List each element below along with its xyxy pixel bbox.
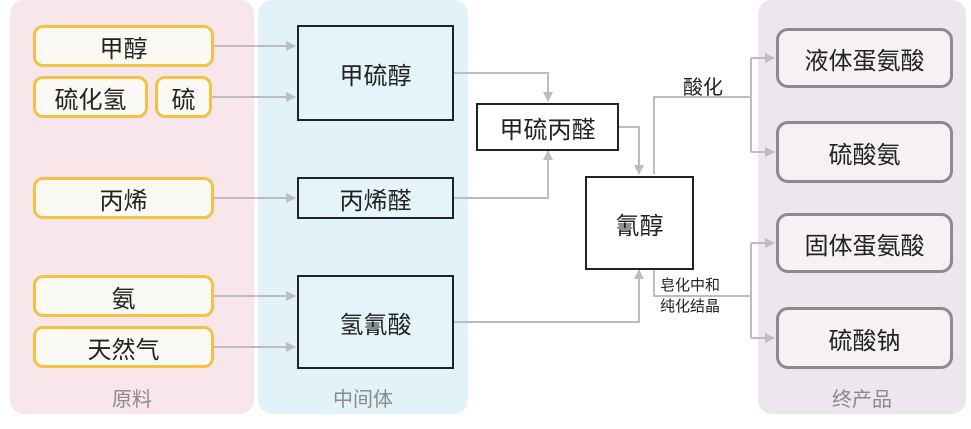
edge-acrolein-mtp <box>454 150 553 199</box>
node-cyanohydrin: 氰醇 <box>585 176 694 270</box>
node-sulfur: 硫 <box>155 76 212 118</box>
node-solid-methionine: 固体蛋氨酸 <box>776 213 953 273</box>
node-liquid-methionine: 液体蛋氨酸 <box>776 28 953 88</box>
node-hydrogen-cyanide: 氢氰酸 <box>297 275 454 369</box>
node-ammonia: 氨 <box>33 275 214 317</box>
node-methyl-mercaptan: 甲硫醇 <box>297 25 454 121</box>
node-acrolein: 丙烯醛 <box>297 177 454 219</box>
intermediates-label: 中间体 <box>333 387 393 411</box>
edge-cyanohydrin-sapon-branch <box>653 243 752 297</box>
node-natural-gas: 天然气 <box>33 326 214 368</box>
node-methanol: 甲醇 <box>33 25 214 67</box>
node-methylthiopropanal: 甲硫丙醛 <box>476 103 619 151</box>
edge-mtp-cyanohydrin <box>619 126 644 175</box>
raw-materials-label: 原料 <box>112 387 152 411</box>
label-acidification: 酸化 <box>683 75 723 99</box>
edge-mercaptan-mtp <box>454 72 553 102</box>
node-ammonium-sulfate: 硫酸氨 <box>776 121 953 183</box>
final-products-label: 终产品 <box>832 387 892 411</box>
label-purification: 纯化结晶 <box>660 297 721 315</box>
edge-hcn-cyanohydrin <box>454 269 644 323</box>
label-saponification: 皂化中和 <box>660 276 721 294</box>
edge-cyanohydrin-acid-branch <box>653 58 752 174</box>
node-hydrogen-sulfide: 硫化氢 <box>33 76 148 118</box>
node-sodium-sulfate: 硫酸钠 <box>776 307 953 369</box>
node-propylene: 丙烯 <box>33 177 214 219</box>
